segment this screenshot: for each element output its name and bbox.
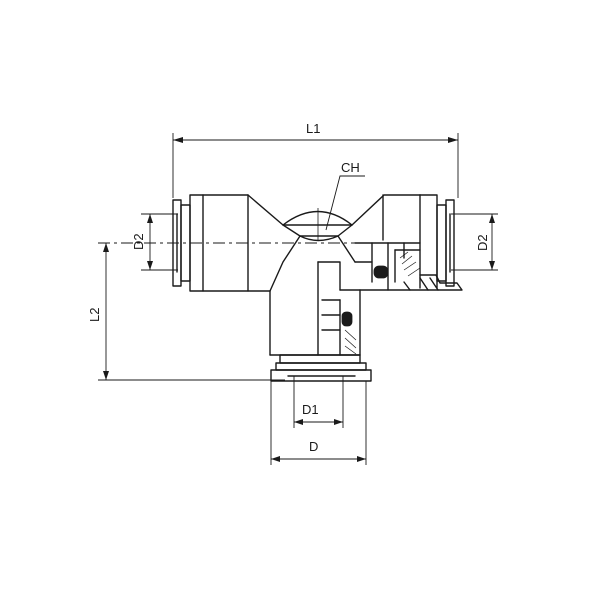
dimension-d1: D1 — [293, 376, 344, 428]
dimension-l2: L2 — [87, 243, 285, 381]
bottom-branch — [269, 261, 372, 382]
tee-body — [202, 194, 421, 292]
dimension-l1: L1 — [172, 121, 459, 198]
l1-label: L1 — [306, 121, 320, 136]
dimension-d2-left: D2 — [131, 213, 178, 271]
dimension-d: D — [270, 381, 367, 465]
d2-right-label: D2 — [475, 234, 490, 251]
d1-label: D1 — [302, 402, 319, 417]
right-port-section — [354, 242, 463, 291]
d2-left-label: D2 — [131, 233, 146, 250]
dimension-ch: CH — [325, 160, 365, 231]
dimension-d2-right: D2 — [451, 213, 498, 271]
ch-label: CH — [341, 160, 360, 175]
d-label: D — [309, 439, 318, 454]
l2-label: L2 — [87, 308, 102, 322]
right-port — [419, 194, 455, 289]
